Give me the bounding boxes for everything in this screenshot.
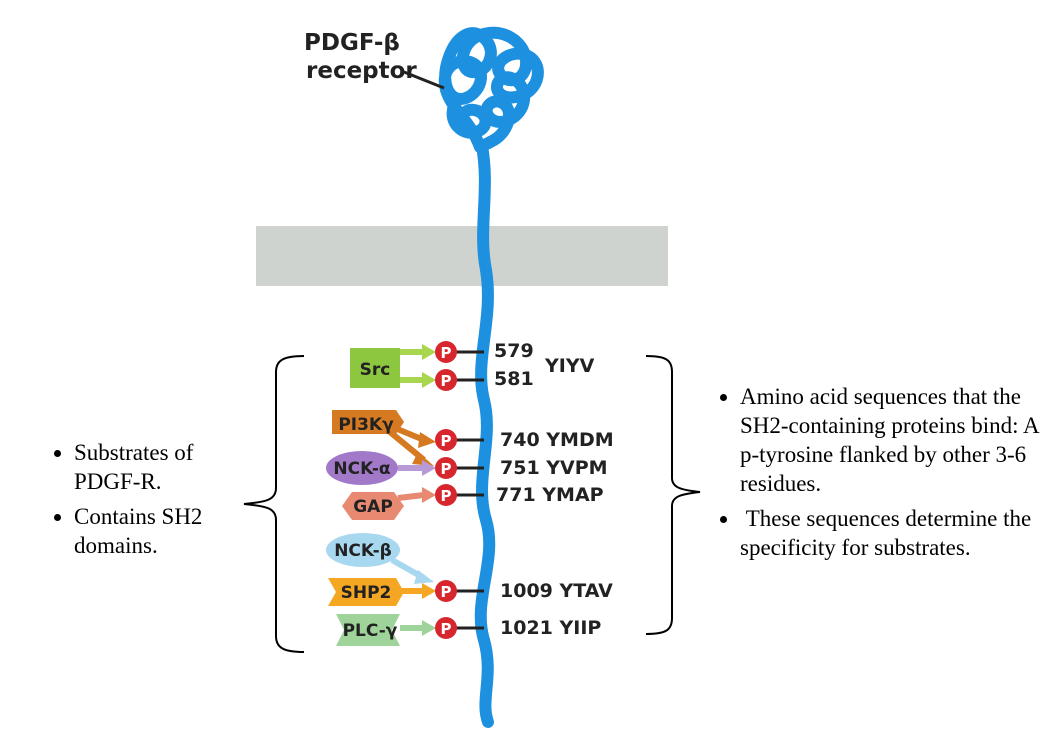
- nck-beta-label: NCK-β: [334, 541, 392, 561]
- plc-arrowhead: [422, 620, 436, 636]
- nck-alpha-arrowhead: [422, 460, 436, 476]
- plc-shape: [336, 614, 400, 646]
- phospho-stems: [456, 350, 484, 630]
- plc-label: PLC-γ: [343, 621, 398, 641]
- receptor-extracellular-domain: [438, 26, 544, 153]
- site-771: 771 YMAP: [496, 484, 604, 506]
- phospho-1009: P: [435, 580, 457, 602]
- receptor-transmembrane-strand: [474, 140, 496, 728]
- site-740: 740 YMDM: [500, 429, 614, 451]
- svg-text:P: P: [441, 432, 452, 450]
- svg-text:P: P: [441, 620, 452, 638]
- src-label: Src: [360, 360, 391, 380]
- src-box: [350, 348, 400, 388]
- gap-arrow: [397, 492, 425, 501]
- right-brace: [645, 355, 701, 635]
- svg-text:P: P: [441, 344, 452, 362]
- gap-arrowhead: [422, 487, 436, 503]
- site-579: 579: [494, 340, 534, 362]
- shp2-label: SHP2: [341, 583, 392, 603]
- svg-text:P: P: [441, 460, 452, 478]
- phospho-1021: P: [435, 617, 457, 639]
- left-brace: [243, 355, 305, 653]
- pi3k-shape: [332, 410, 436, 466]
- shp2-shape: [328, 578, 404, 606]
- receptor-label-leader: [403, 70, 445, 90]
- site-1021: 1021 YIIP: [500, 617, 601, 639]
- shp2-arrowhead: [422, 583, 436, 599]
- receptor-label-line1: PDGF-β: [304, 30, 400, 56]
- site-751: 751 YVPM: [500, 457, 608, 479]
- nck-alpha-label: NCK-α: [333, 459, 390, 479]
- svg-text:P: P: [441, 487, 452, 505]
- svg-text:P: P: [441, 583, 452, 601]
- site-581: 581: [494, 368, 534, 390]
- phospho-771: P: [435, 484, 457, 506]
- gap-label: GAP: [353, 497, 393, 517]
- svg-text:P: P: [441, 372, 452, 390]
- phospho-751: P: [435, 457, 457, 479]
- left-notes: Substrates of PDGF-R. Contains SH2 domai…: [52, 438, 252, 566]
- left-note-item: Substrates of PDGF-R.: [74, 438, 252, 496]
- src-arrows: [400, 344, 436, 388]
- right-note-item: Amino acid sequences that the SH2-contai…: [740, 382, 1053, 498]
- gap-shape: [342, 492, 404, 520]
- phospho-740: P: [435, 429, 457, 451]
- cell-membrane: [256, 226, 668, 286]
- pi3k-label: PI3Kγ: [338, 415, 394, 435]
- site-1009: 1009 YTAV: [500, 580, 613, 602]
- receptor-label-line2: receptor: [306, 58, 417, 84]
- left-note-item: Contains SH2 domains.: [74, 502, 252, 560]
- phospho-579: P: [435, 341, 457, 363]
- right-notes: Amino acid sequences that the SH2-contai…: [718, 382, 1053, 568]
- right-note-item: These sequences determine the specificit…: [740, 504, 1053, 562]
- nck-beta-arrowhead: [414, 570, 434, 584]
- phospho-groups: P P P P P P P: [435, 341, 457, 639]
- nck-alpha-shape: [326, 451, 398, 485]
- phospho-581: P: [435, 369, 457, 391]
- motif-579-581: YIYV: [544, 355, 595, 377]
- nck-beta-shape: [326, 533, 400, 567]
